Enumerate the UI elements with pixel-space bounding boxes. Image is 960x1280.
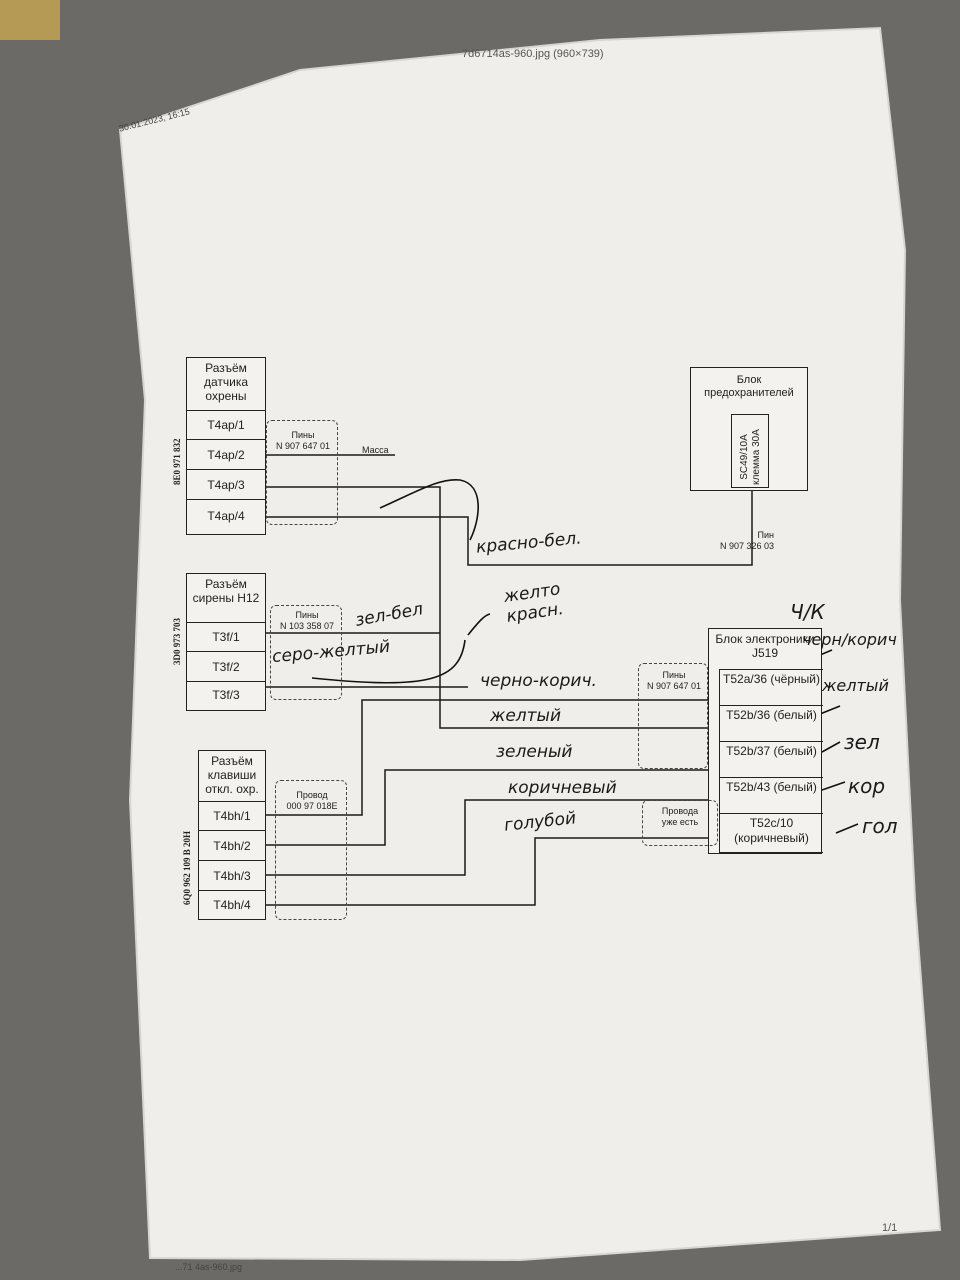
button-pin-1: T4bh/1 (199, 801, 265, 831)
ecu-pin-5: T52c/10 (коричневый) (734, 816, 809, 845)
button-connector-title: Разъём клавиши откл. охр. (199, 751, 265, 802)
sensor-pins-group (266, 420, 338, 525)
siren-connector-title: Разъём сирены H12 (187, 574, 265, 623)
siren-pin-3: T3f/3 (212, 688, 240, 702)
ecu-pin-1: T52a/36 (чёрный) (720, 670, 823, 706)
ecu-pin-4: T52b/43 (белый) (720, 778, 823, 814)
ecu-pin-2: T52b/36 (белый) (720, 706, 823, 742)
ecu-pins-note: Пины N 907 647 01 (646, 670, 702, 691)
fuse-block-box: Блок предохранителей SC49/10A клемма 30A (690, 367, 808, 491)
page-number: 1/1 (882, 1222, 898, 1234)
hw-green: зеленый (496, 742, 573, 762)
button-pin-2: T4bh/2 (199, 831, 265, 861)
sensor-connector-box: Разъём датчика охрены T4ap/1 T4ap/2 T4ap… (186, 357, 266, 535)
siren-connector-box: Разъём сирены H12 T3f/1 T3f/2 T3f/3 (186, 573, 266, 711)
button-wire-group (275, 780, 347, 920)
hw-brown: коричневый (508, 778, 617, 798)
button-pin-4: T4bh/4 (213, 898, 251, 912)
fuse-slot: SC49/10A клемма 30A (731, 414, 769, 488)
ground-label: Масса (362, 445, 389, 455)
sensor-pins-note: Пины N 907 647 01 (275, 430, 331, 451)
siren-part-number: 3D0 973 703 (172, 618, 182, 665)
sensor-pin-4: T4ap/4 (207, 509, 245, 523)
ecu-pin-column: T52a/36 (чёрный) T52b/36 (белый) T52b/37… (719, 669, 823, 853)
sensor-connector-title: Разъём датчика охрены (187, 358, 265, 411)
siren-pin-2: T3f/2 (187, 652, 265, 682)
ecu-pin-3: T52b/37 (белый) (720, 742, 823, 778)
fuse-slot-label: SC49/10A клемма 30A (739, 429, 762, 485)
fuse-block-title: Блок предохранителей (704, 374, 794, 399)
siren-pins-group (270, 605, 342, 700)
button-part-number: 6Q0 962 109 B 20H (182, 830, 192, 905)
siren-pin-1: T3f/1 (187, 622, 265, 652)
sensor-pin-2: T4ap/2 (187, 440, 265, 470)
hw-black-brown: черно-корич. (480, 671, 597, 691)
ecu-pins-group (638, 663, 708, 769)
hw-yellow-red: желто красн. (502, 579, 565, 627)
ecu-wires-note: Провода уже есть (661, 806, 699, 827)
hw-blue-right: гол (862, 814, 898, 838)
bottom-filename: ...71 4as-960.jpg (175, 1262, 243, 1272)
siren-pins-note: Пины N 103 358 07 (279, 610, 335, 631)
hw-green-right: зел (844, 730, 880, 754)
button-wire-note: Провод 000 97 018E (286, 790, 338, 811)
file-title: 7d6714as-960.jpg (960×739) (462, 48, 604, 60)
hw-brown-right: кор (848, 774, 886, 798)
button-pin-3: T4bh/3 (199, 861, 265, 891)
sensor-pin-1: T4ap/1 (187, 410, 265, 440)
hw-yellow: желтый (490, 706, 562, 726)
hw-black-brown-right: черн/корич (802, 630, 897, 649)
ecu-wires-group (642, 800, 718, 846)
button-connector-box: Разъём клавиши откл. охр. T4bh/1 T4bh/2 … (198, 750, 266, 920)
hw-ch-k: Ч/К (790, 600, 825, 624)
ecu-title: Блок электроники J519 (715, 632, 815, 660)
sensor-pin-3: T4ap/3 (187, 470, 265, 500)
hw-yellow-right: желтый (822, 676, 889, 695)
sensor-part-number: 8E0 971 832 (172, 438, 182, 485)
ecu-box: Блок электроники J519 T52a/36 (чёрный) T… (708, 628, 823, 854)
fuse-pin-note: Пин N 907 326 03 (719, 530, 774, 551)
tabletop-corner (0, 0, 60, 40)
